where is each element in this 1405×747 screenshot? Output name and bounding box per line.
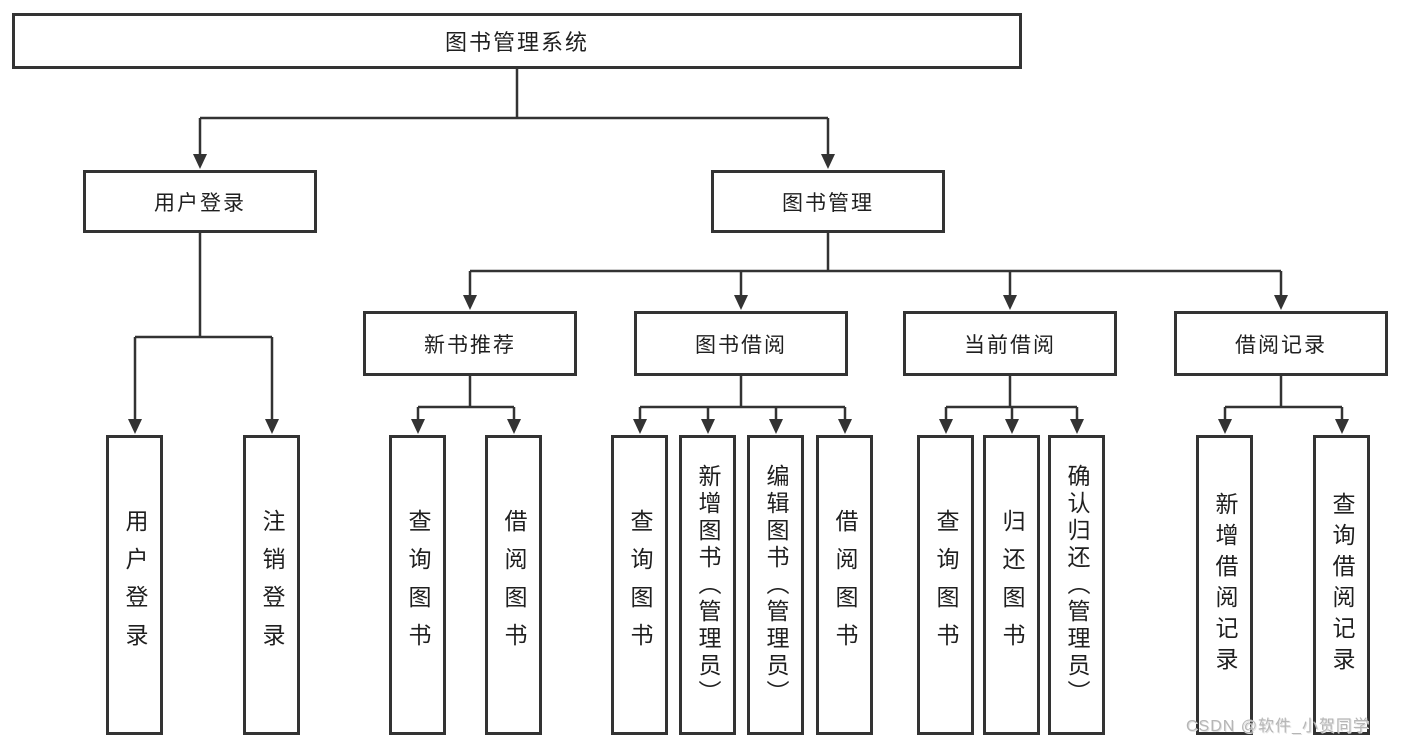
leaf-query-books-current-label: 查询图书 — [933, 509, 959, 661]
leaf-borrow-books-label: 借阅图书 — [832, 509, 858, 661]
node-user-login-label: 用户登录 — [154, 191, 246, 215]
leaf-edit-books-admin: 编辑图书（管理员） — [747, 435, 804, 735]
leaf-query-borrow-record-label: 查询借阅记录 — [1329, 492, 1355, 678]
leaf-add-books-admin: 新增图书（管理员） — [679, 435, 736, 735]
leaf-query-books-recommend-label: 查询图书 — [405, 509, 431, 661]
leaf-logout: 注销登录 — [243, 435, 300, 735]
node-book-mgmt: 图书管理 — [711, 170, 945, 233]
leaf-edit-books-admin-label: 编辑图书（管理员） — [763, 463, 789, 707]
node-borrow-record-label: 借阅记录 — [1235, 333, 1327, 357]
leaf-add-borrow-record-label: 新增借阅记录 — [1212, 492, 1238, 678]
leaf-logout-label: 注销登录 — [259, 509, 285, 661]
node-book-mgmt-label: 图书管理 — [782, 191, 874, 215]
leaf-confirm-return-admin: 确认归还（管理员） — [1048, 435, 1105, 735]
node-new-book-recommend-label: 新书推荐 — [424, 333, 516, 357]
leaf-query-books-recommend: 查询图书 — [389, 435, 446, 735]
watermark: CSDN @软件_小贺同学 — [1186, 718, 1370, 735]
leaf-add-books-admin-label: 新增图书（管理员） — [695, 463, 721, 707]
node-book-borrow-label: 图书借阅 — [695, 333, 787, 357]
leaf-borrow-books-recommend-label: 借阅图书 — [501, 509, 527, 661]
node-book-borrow: 图书借阅 — [634, 311, 848, 376]
node-user-login: 用户登录 — [83, 170, 317, 233]
node-root: 图书管理系统 — [12, 13, 1022, 69]
leaf-add-borrow-record: 新增借阅记录 — [1196, 435, 1253, 735]
node-root-label: 图书管理系统 — [444, 30, 589, 55]
leaf-query-books-current: 查询图书 — [917, 435, 974, 735]
leaf-user-login-label: 用户登录 — [122, 509, 148, 661]
leaf-query-borrow-record: 查询借阅记录 — [1313, 435, 1370, 735]
node-current-borrow-label: 当前借阅 — [964, 333, 1056, 357]
node-current-borrow: 当前借阅 — [903, 311, 1117, 376]
leaf-borrow-books: 借阅图书 — [816, 435, 873, 735]
leaf-return-books-label: 归还图书 — [999, 509, 1025, 661]
node-borrow-record: 借阅记录 — [1174, 311, 1388, 376]
node-new-book-recommend: 新书推荐 — [363, 311, 577, 376]
leaf-borrow-books-recommend: 借阅图书 — [485, 435, 542, 735]
leaf-query-books-borrow: 查询图书 — [611, 435, 668, 735]
leaf-user-login: 用户登录 — [106, 435, 163, 735]
leaf-return-books: 归还图书 — [983, 435, 1040, 735]
leaf-confirm-return-admin-label: 确认归还（管理员） — [1064, 463, 1090, 707]
leaf-query-books-borrow-label: 查询图书 — [627, 509, 653, 661]
